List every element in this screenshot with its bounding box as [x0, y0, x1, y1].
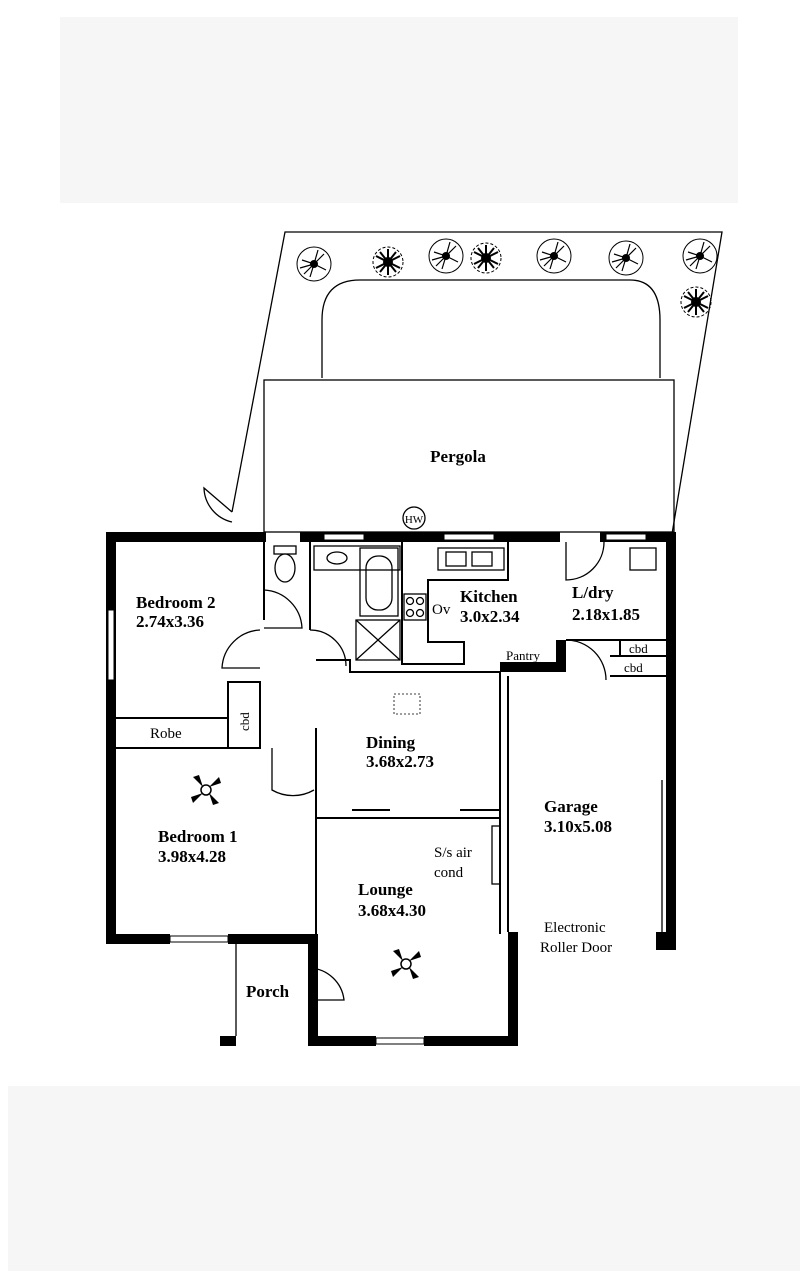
kitchen-name: Kitchen	[460, 587, 518, 606]
bedroom1-name: Bedroom 1	[158, 827, 238, 846]
dining-name: Dining	[366, 733, 416, 752]
kitchen-fixtures	[393, 547, 657, 885]
pantry-label: Pantry	[506, 648, 540, 663]
shrub-icon	[296, 246, 332, 282]
windows	[107, 533, 647, 1045]
oven-label: Ov	[432, 602, 451, 618]
aircon-line1: S/s air	[434, 845, 472, 861]
bedroom1-size: 3.98x4.28	[158, 847, 226, 866]
shrub-icon	[680, 286, 712, 318]
garden-boundary	[231, 231, 723, 535]
shrub-icon	[372, 246, 404, 278]
bedroom2-name: Bedroom 2	[136, 593, 216, 612]
laundry-name: L/dry	[572, 583, 614, 602]
shrub-icon	[428, 238, 464, 274]
top-blank-band	[60, 17, 738, 203]
bathroom-fixtures	[273, 545, 401, 661]
lounge-name: Lounge	[358, 880, 413, 899]
door-swings	[221, 541, 663, 1036]
hot-water-icon	[402, 506, 426, 530]
laundry-size: 2.18x1.85	[572, 605, 640, 624]
ceiling-fan-icon	[190, 774, 222, 806]
interior-walls	[116, 542, 666, 934]
robe-label: Robe	[150, 726, 182, 742]
garage-size: 3.10x5.08	[544, 817, 612, 836]
hot-water-label: HW	[405, 514, 424, 526]
garage-door-line2: Roller Door	[540, 940, 612, 956]
shrub-icon	[470, 242, 502, 274]
pergola-label: Pergola	[430, 447, 486, 466]
porch-label: Porch	[246, 982, 290, 1001]
ceiling-fan-icon	[390, 948, 422, 980]
gate-door-swing	[203, 486, 233, 523]
cbd-hall: cbd	[237, 712, 252, 731]
shrub-icon	[536, 238, 572, 274]
kitchen-size: 3.0x2.34	[460, 607, 520, 626]
cbd-laundry-lower: cbd	[624, 660, 643, 675]
dining-size: 3.68x2.73	[366, 752, 434, 771]
shrub-icon	[608, 240, 644, 276]
room-labels: Bedroom 2 2.74x3.36 Kitchen 3.0x2.34 Ov …	[136, 583, 648, 1001]
aircon-line2: cond	[434, 865, 464, 881]
bottom-blank-band	[8, 1086, 800, 1271]
garage-door-line1: Electronic	[544, 920, 606, 936]
shrub-icon	[682, 238, 718, 274]
garage-name: Garage	[544, 797, 598, 816]
garden-shrubs	[296, 238, 718, 318]
cbd-laundry-upper: cbd	[629, 641, 648, 656]
lounge-size: 3.68x4.30	[358, 901, 426, 920]
bedroom2-size: 2.74x3.36	[136, 612, 204, 631]
